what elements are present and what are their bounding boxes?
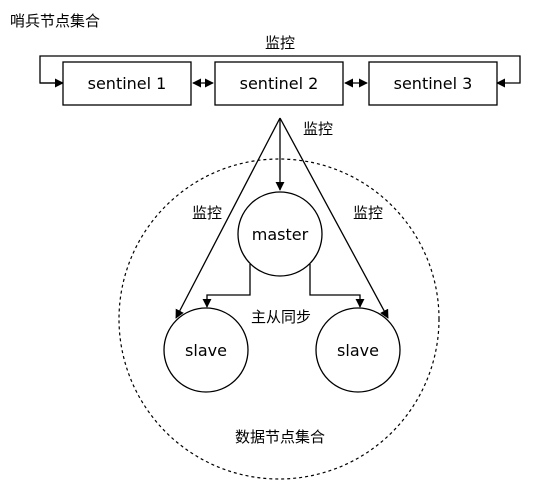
sentinel-1-label: sentinel 1 <box>88 74 167 93</box>
right-monitor-label: 监控 <box>353 204 383 222</box>
sentinel-2-node: sentinel 2 <box>214 61 344 106</box>
sentinel-3-node: sentinel 3 <box>368 61 498 106</box>
center-monitor-label: 监控 <box>303 120 333 138</box>
left-monitor-label: 监控 <box>192 204 222 222</box>
sentinel-1-node: sentinel 1 <box>62 61 192 106</box>
data-node-group-boundary <box>118 158 440 480</box>
right-slave-node: slave <box>315 307 401 393</box>
sentinel-group-title: 哨兵节点集合 <box>10 12 100 30</box>
sentinel-loop-connector <box>39 55 521 88</box>
sync-arrow-right <box>309 264 365 308</box>
sync-label: 主从同步 <box>251 308 311 326</box>
sync-arrow-left <box>202 264 251 308</box>
left-slave-node: slave <box>163 307 249 393</box>
left-slave-label: slave <box>185 341 227 360</box>
master-label: master <box>252 225 309 244</box>
top-monitor-label: 监控 <box>265 34 295 52</box>
monitor-arrow-right-slave <box>279 117 389 319</box>
sentinel-3-label: sentinel 3 <box>394 74 473 93</box>
monitor-arrow-left-slave <box>175 117 281 319</box>
right-slave-label: slave <box>337 341 379 360</box>
sentinel-2-label: sentinel 2 <box>240 74 319 93</box>
master-node: master <box>237 191 323 277</box>
data-group-title: 数据节点集合 <box>235 428 325 446</box>
